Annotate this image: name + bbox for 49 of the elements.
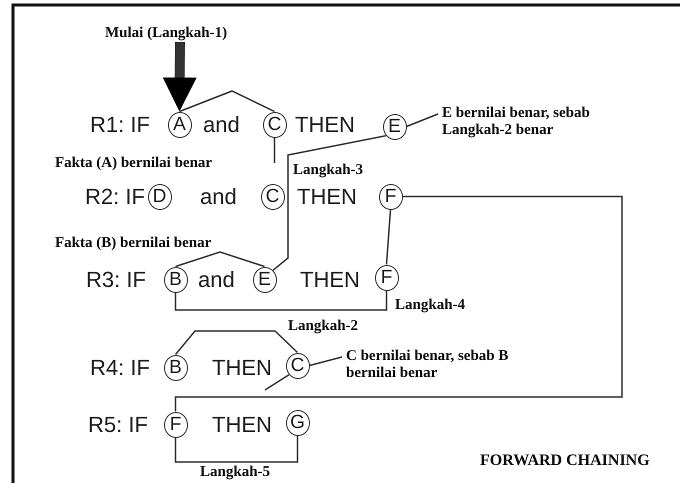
thick-arrow — [162, 42, 197, 112]
connector-line — [174, 436, 298, 463]
leader-line — [406, 113, 438, 128]
connector-line — [264, 374, 290, 391]
letter-circle: E — [252, 266, 276, 292]
connector-line — [174, 290, 388, 311]
rule-text: THEN — [300, 268, 360, 292]
edge-label: Langkah-4 — [395, 297, 466, 313]
rule-text: and — [203, 113, 240, 137]
letter-circle: B — [164, 354, 188, 380]
connector-line — [175, 251, 265, 268]
letter-circle: B — [164, 266, 188, 292]
connector-line — [174, 330, 298, 355]
connector-line — [174, 196, 623, 412]
rule-text: THEN — [212, 413, 272, 437]
letter-circle: C — [260, 184, 284, 210]
rule-text: R5: IF — [88, 413, 148, 437]
annotation-text: E bernilai benar, sebab Langkah-2 benar — [442, 105, 627, 139]
fact-note: Fakta (A) bernilai benar — [55, 155, 212, 172]
letter-circle: D — [148, 184, 172, 210]
rule-text: R2: IF — [85, 185, 145, 209]
connector-line — [272, 134, 386, 271]
annotation-text: C bernilai benar, sebab B bernilai benar — [346, 348, 531, 382]
rule-text: R4: IF — [90, 356, 150, 380]
letter-circle: C — [262, 112, 286, 138]
letter-circle: E — [382, 114, 406, 140]
rule-text: THEN — [212, 356, 272, 380]
letter-circle: F — [164, 412, 188, 438]
connector-line — [386, 209, 392, 265]
edge-label: Langkah-2 — [288, 318, 358, 334]
rule-text: THEN — [297, 185, 357, 209]
rule-text: and — [198, 268, 235, 292]
edge-label: Langkah-3 — [293, 162, 364, 178]
letter-circle: F — [378, 184, 402, 210]
letter-circle: F — [374, 264, 398, 290]
rule-text: R1: IF — [90, 113, 150, 137]
letter-circle: G — [286, 410, 310, 436]
letter-circle: C — [286, 352, 310, 378]
rule-text: and — [200, 185, 237, 209]
diagram-title: FORWARD CHAINING — [480, 452, 650, 469]
annotation-text: Mulai (Langkah-1) — [105, 25, 255, 42]
edge-label: Langkah-5 — [200, 464, 270, 480]
connector-line — [179, 90, 275, 112]
letter-circle: A — [168, 112, 192, 138]
rule-text: THEN — [295, 113, 355, 137]
connector-line — [274, 138, 276, 163]
fact-note: Fakta (B) bernilai benar — [55, 235, 212, 252]
leader-line — [309, 356, 342, 366]
rule-text: R3: IF — [86, 268, 146, 292]
